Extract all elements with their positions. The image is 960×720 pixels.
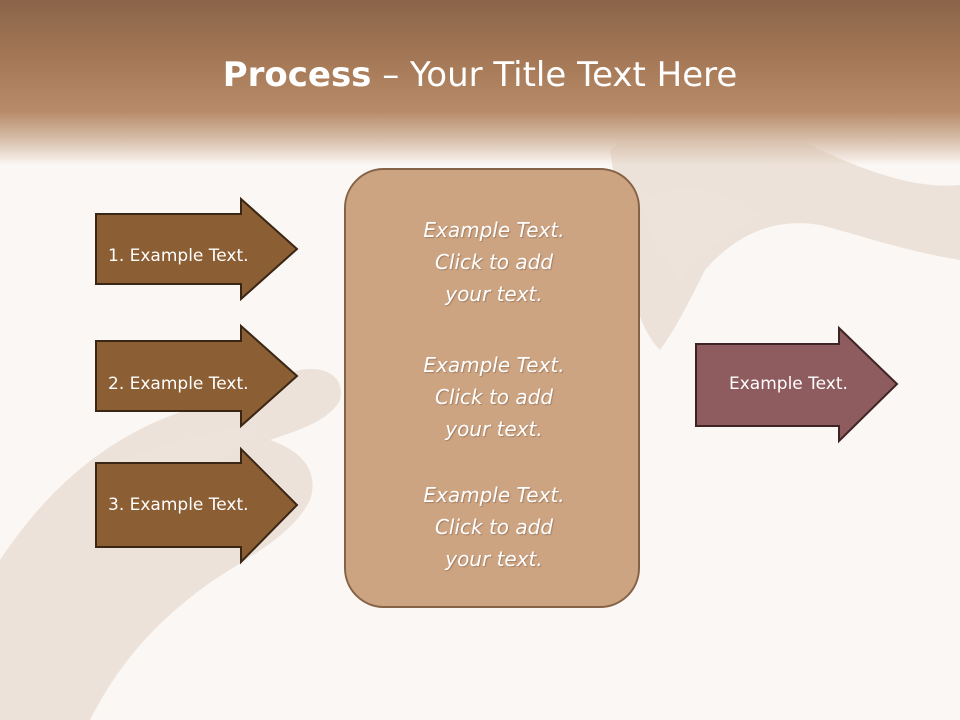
center-paragraph-line: Example Text.	[423, 483, 565, 507]
result-label: Example Text.	[729, 374, 848, 394]
center-paragraph-line: Click to add	[434, 515, 554, 539]
slide-title-rest: – Your Title Text Here	[371, 55, 738, 95]
center-text-box[interactable]: Example Text. Click to add your text. Ex…	[344, 168, 640, 608]
step-2-label: 2. Example Text.	[108, 374, 249, 394]
title-header-band	[0, 0, 960, 165]
center-paragraph-line: your text.	[445, 417, 543, 441]
center-paragraph-line: your text.	[445, 547, 543, 571]
center-paragraph-2: Example Text. Click to add your text.	[346, 349, 642, 445]
center-paragraph-line: Example Text.	[423, 218, 565, 242]
center-paragraph-line: Click to add	[434, 385, 554, 409]
step-3-arrow-shape[interactable]	[95, 446, 300, 566]
step-3-label: 3. Example Text.	[108, 495, 249, 515]
slide-title[interactable]: Process – Your Title Text Here	[0, 52, 960, 98]
center-paragraph-1: Example Text. Click to add your text.	[346, 214, 642, 310]
step-1-label: 1. Example Text.	[108, 246, 249, 266]
slide-title-bold: Process	[222, 55, 372, 95]
step-1-arrow-shape[interactable]	[95, 196, 300, 302]
result-arrow-shape[interactable]	[695, 325, 900, 445]
step-2-arrow-shape[interactable]	[95, 323, 300, 429]
center-paragraph-line: Example Text.	[423, 353, 565, 377]
center-paragraph-line: your text.	[445, 282, 543, 306]
center-paragraph-3: Example Text. Click to add your text.	[346, 479, 642, 575]
center-paragraph-line: Click to add	[434, 250, 554, 274]
